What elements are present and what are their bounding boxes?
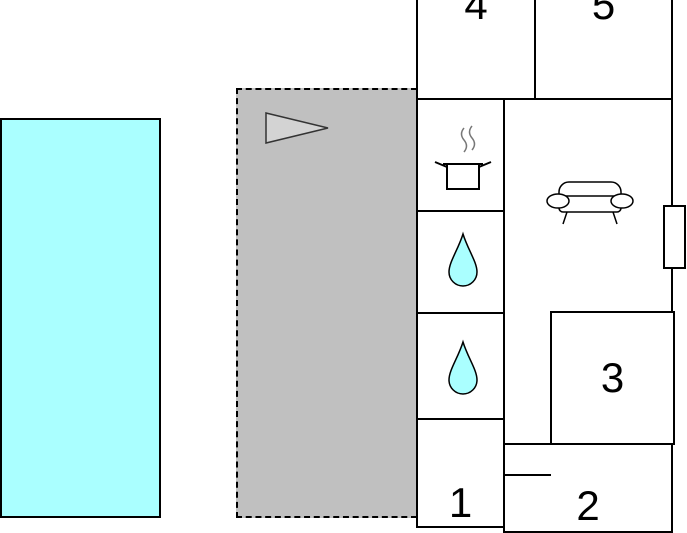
bedroom-1: 1 xyxy=(416,418,505,528)
water-drop-icon xyxy=(448,339,478,395)
room-number: 5 xyxy=(591,0,616,28)
corridor-wall xyxy=(503,474,551,476)
bathroom-2 xyxy=(416,312,505,420)
sofa-icon xyxy=(546,181,634,225)
room-number: 1 xyxy=(448,479,473,526)
cooking-pot-icon xyxy=(434,125,492,190)
bathroom-1 xyxy=(416,210,505,314)
room-number: 3 xyxy=(600,354,625,401)
bedroom-3: 3 xyxy=(550,311,675,445)
bedroom-2: 2 xyxy=(503,443,673,533)
water-drop-icon xyxy=(448,231,478,287)
bedroom-4: 4 xyxy=(416,0,536,100)
bedroom-5: 5 xyxy=(534,0,673,100)
arrow-icon xyxy=(265,112,329,144)
terrace-area xyxy=(236,88,417,518)
pool-area xyxy=(0,118,161,518)
window xyxy=(663,205,686,269)
room-number: 4 xyxy=(464,0,488,28)
room-number: 2 xyxy=(576,482,600,529)
kitchen xyxy=(416,98,505,212)
